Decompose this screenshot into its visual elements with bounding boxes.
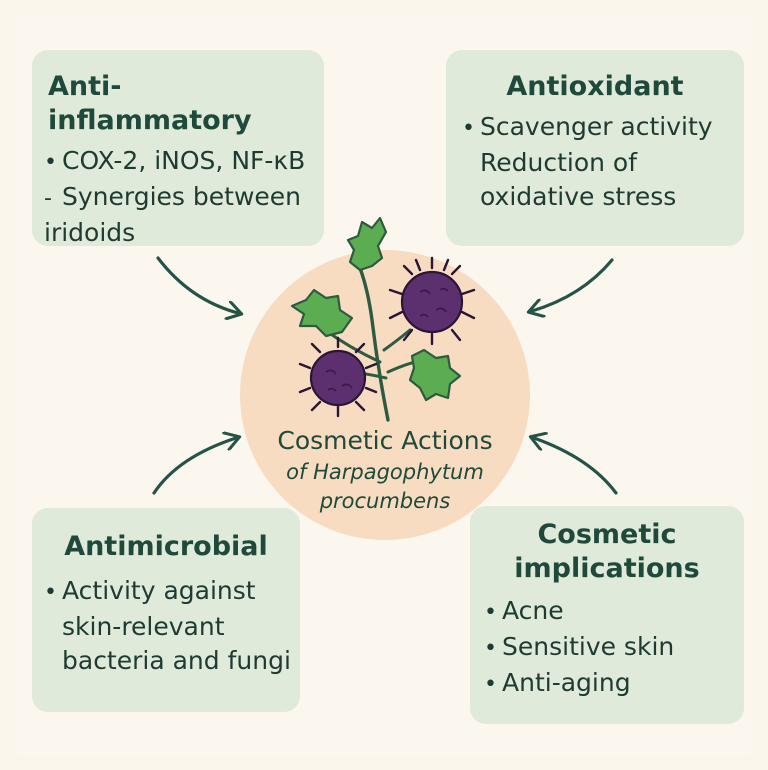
center-circle (240, 250, 530, 540)
curved-arrow-icon (532, 258, 614, 311)
item-text: Scavenger activity (480, 112, 713, 141)
anti-inflammatory-box: Anti-inflammatory •COX-2, iNOS, NF-κB -S… (32, 50, 324, 247)
antimicrobial-item: skin-relevant (44, 610, 300, 644)
bullet-marker: • (484, 672, 497, 697)
dash-marker: - (44, 186, 52, 211)
anti-inflammatory-item: -Synergies between (44, 180, 324, 216)
leaf-icon (290, 288, 354, 338)
antioxidant-title: Antioxidant (506, 71, 684, 102)
bullet-marker: • (44, 580, 57, 605)
center-subtitle: of Harpagophytum procumbens (240, 458, 530, 516)
leaf-icon (346, 216, 388, 272)
curved-arrow-icon (152, 438, 236, 495)
fruit-icon (298, 336, 378, 418)
harpagophytum-plant-icon (290, 216, 476, 422)
bullet-marker: • (484, 636, 497, 661)
antioxidant-box: Antioxidant •Scavenger activity Reductio… (446, 50, 744, 246)
antimicrobial-item: •Activity against (44, 574, 300, 610)
bullet-marker: • (484, 600, 497, 625)
cosmetic-implications-item: •Anti-aging (484, 666, 744, 702)
curved-arrow-icon (534, 438, 618, 495)
center-title: Cosmetic Actions (277, 426, 493, 455)
item-text: Activity against (62, 576, 256, 605)
anti-inflammatory-item: •COX-2, iNOS, NF-κB (44, 144, 324, 180)
antimicrobial-item: bacteria and fungi (44, 644, 300, 678)
item-text: Synergies between (62, 182, 302, 211)
item-text: oxidative stress (480, 182, 677, 211)
subtitle-line: of Harpagophytum (286, 460, 484, 484)
cosmetic-implications-item: •Acne (484, 594, 744, 630)
bullet-marker: • (44, 150, 57, 175)
anti-inflammatory-item: iridoids (44, 216, 324, 250)
title-line: Cosmetic (537, 519, 677, 550)
item-text: iridoids (44, 218, 136, 247)
antimicrobial-box: Antimicrobial •Activity against skin-rel… (32, 508, 300, 712)
item-text: bacteria and fungi (62, 646, 291, 675)
antimicrobial-title: Antimicrobial (64, 531, 268, 562)
subtitle-line: procumbens (319, 489, 451, 513)
item-text: skin-relevant (62, 612, 225, 641)
cosmetic-implications-title: Cosmetic implications (484, 518, 744, 586)
fruit-icon (388, 256, 476, 346)
item-text: Reduction of (480, 148, 638, 177)
item-text: Anti-aging (502, 668, 631, 697)
antioxidant-item: oxidative stress (462, 180, 744, 214)
cosmetic-implications-item: •Sensitive skin (484, 630, 744, 666)
item-text: COX-2, iNOS, NF-κB (62, 146, 306, 175)
curved-arrow-icon (156, 256, 238, 313)
leaf-icon (408, 348, 462, 402)
title-line: implications (514, 553, 700, 584)
bullet-marker: • (462, 116, 475, 141)
item-text: Acne (502, 596, 564, 625)
antioxidant-item: •Scavenger activity (462, 110, 744, 146)
antioxidant-item: Reduction of (462, 146, 744, 180)
cosmetic-implications-box: Cosmetic implications •Acne •Sensitive s… (470, 506, 744, 724)
item-text: Sensitive skin (502, 632, 675, 661)
anti-inflammatory-title: Anti-inflammatory (48, 71, 252, 136)
